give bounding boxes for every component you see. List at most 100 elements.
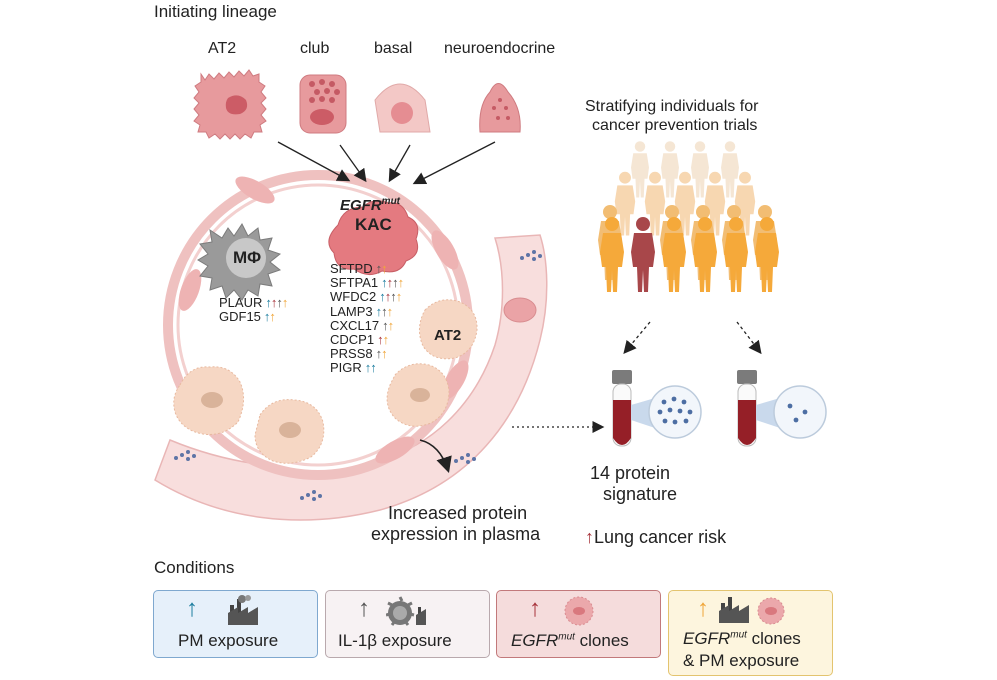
- gray-arrow-icon: ↑: [390, 289, 396, 305]
- gray-arrow-icon: ↑: [382, 317, 388, 333]
- plasma-text-line2: expression in plasma: [371, 524, 541, 544]
- egfr-label: EGFRmut clones: [511, 631, 629, 650]
- gray-arrow-icon: ↑: [381, 303, 387, 319]
- gray-arrow-icon: ↑: [358, 595, 370, 622]
- red-arrow-icon: ↑: [384, 289, 391, 305]
- factory-icon: [228, 595, 258, 625]
- orange-arrow-icon: ↑: [395, 289, 402, 305]
- arrow-icons: ↑↑: [263, 309, 276, 325]
- orange-arrow-icon: ↑: [381, 346, 387, 362]
- gene-name: CDCP1: [330, 332, 375, 347]
- gray-arrow-icon: ↑: [392, 275, 398, 291]
- gene-name: WFDC2: [330, 289, 377, 305]
- orange-arrow-icon: ↑: [269, 309, 275, 325]
- gray-arrow-icon: ↑: [276, 295, 282, 310]
- arrow-icons: ↑↑↑↑: [265, 295, 288, 310]
- risk-up-arrow-icon: ↑: [585, 527, 594, 547]
- at2-cells-alveolus: [173, 299, 478, 464]
- lung-cancer-risk: ↑Lung cancer risk: [585, 527, 727, 547]
- red-blood-cell-icon: [503, 297, 537, 323]
- arrow-icons: ↑↑: [377, 332, 389, 347]
- neuroendocrine-lineage-icon: [479, 83, 521, 133]
- signature-line2: signature: [603, 484, 678, 504]
- lineage-arrows: [277, 141, 496, 185]
- orange-arrow-icon: ↑: [386, 303, 393, 319]
- stratify-arrows: [623, 321, 762, 355]
- initiating-lineage-heading: Initiating lineage: [154, 2, 277, 21]
- teal-arrow-icon: ↑: [370, 360, 376, 376]
- orange-arrow-icon: ↑: [381, 261, 387, 276]
- teal-arrow-icon: ↑: [265, 295, 271, 310]
- teal-arrow-icon: ↑: [364, 360, 371, 376]
- gene-name: LAMP3: [330, 303, 373, 319]
- kac-gene-cdcp1: CDCP1↑↑: [330, 332, 389, 347]
- macrophage-factory-icon: [386, 596, 426, 626]
- arrow-icons: ↑↑↑: [376, 304, 393, 319]
- factory-kac-icon: [719, 597, 785, 625]
- pm-label: PM exposure: [178, 631, 279, 650]
- arrow-icons: ↑↑: [382, 317, 394, 333]
- combo-label-line2: & PM exposure: [683, 651, 800, 670]
- condition-il1b: ↑ IL-1β exposure: [325, 590, 490, 658]
- stratify-text-line1: Stratifying individuals for: [585, 98, 759, 115]
- orange-arrow-icon: ↑: [387, 317, 394, 333]
- lineage-label-at2: AT2: [208, 40, 237, 57]
- kac-gene-cxcl17: CXCL17↑↑: [330, 317, 394, 333]
- orange-arrow-icon: ↑: [281, 295, 288, 310]
- red-arrow-icon: ↑: [529, 595, 541, 622]
- kac-gene-lamp3: LAMP3↑↑↑: [330, 303, 393, 319]
- red-arrow-icon: ↑: [377, 332, 383, 347]
- gene-name: SFTPD: [330, 261, 373, 276]
- kac-gene-prss8: PRSS8↑↑: [330, 346, 388, 362]
- kac-gene-pigr: PIGR↑↑: [330, 360, 377, 376]
- macrophage-icon: [197, 223, 282, 301]
- red-arrow-icon: ↑: [270, 295, 277, 310]
- kac-small-icon: [564, 596, 594, 626]
- mac-gene-gdf15: GDF15↑↑: [219, 309, 276, 325]
- teal-arrow-icon: ↑: [381, 275, 387, 291]
- lineage-label-club: club: [300, 40, 330, 57]
- mac-gene-plaur: PLAUR↑↑↑↑: [219, 295, 288, 310]
- condition-pm: ↑ PM exposure: [153, 590, 318, 658]
- gene-name: PRSS8: [330, 346, 373, 362]
- orange-arrow-icon: ↑: [397, 275, 404, 291]
- red-arrow-icon: ↑: [386, 275, 393, 291]
- il1b-label: IL-1β exposure: [338, 631, 452, 650]
- lineage-label-neuroendocrine: neuroendocrine: [444, 40, 556, 57]
- kac-gene-wfdc2: WFDC2↑↑↑↑: [330, 289, 402, 305]
- stratify-text-line2: cancer prevention trials: [592, 117, 758, 134]
- kac-gene-label: EGFRmut: [340, 196, 401, 214]
- conditions-heading: Conditions: [154, 558, 235, 577]
- signature-line1: 14 protein: [590, 463, 671, 483]
- condition-combo: ↑ EGFRmut clones & PM exposure: [668, 590, 833, 676]
- gray-arrow-icon: ↑: [375, 346, 382, 362]
- plasma-arrow: [419, 439, 452, 474]
- orange-arrow-icon: ↑: [382, 332, 389, 347]
- kac-gene-sftpd: SFTPD↑↑: [330, 261, 388, 276]
- condition-egfr: ↑ EGFRmut clones: [496, 590, 661, 658]
- lineage-label-basal: basal: [374, 40, 413, 57]
- macrophage-label: MΦ: [233, 248, 262, 267]
- gene-name: SFTPA1: [330, 275, 379, 291]
- gray-arrow-icon: ↑: [375, 261, 382, 276]
- arrow-icons: ↑↑↑↑: [379, 289, 402, 305]
- combo-label-line1: EGFRmut clones: [683, 629, 801, 648]
- teal-arrow-icon: ↑: [263, 309, 270, 325]
- lineage-cells: [193, 69, 521, 140]
- arrow-icons: ↑↑↑↑: [381, 275, 404, 291]
- plasma-text-line1: Increased protein: [388, 503, 528, 523]
- blood-tube-high-icon: [612, 370, 702, 447]
- teal-arrow-icon: ↑: [375, 303, 382, 319]
- arrow-icons: ↑↑: [375, 261, 388, 276]
- gene-name: PLAUR: [219, 295, 263, 310]
- teal-arrow-icon: ↑: [379, 289, 385, 305]
- blood-tube-low-icon: [737, 370, 827, 447]
- gene-name: PIGR: [330, 360, 362, 376]
- kac-cell-icon: [328, 200, 419, 275]
- arrow-icons: ↑↑: [375, 346, 388, 362]
- teal-arrow-icon: ↑: [186, 595, 198, 622]
- arrow-icons: ↑↑: [364, 360, 377, 376]
- at2-cell-label: AT2: [434, 327, 462, 344]
- kac-gene-sftpa1: SFTPA1↑↑↑↑: [330, 275, 404, 291]
